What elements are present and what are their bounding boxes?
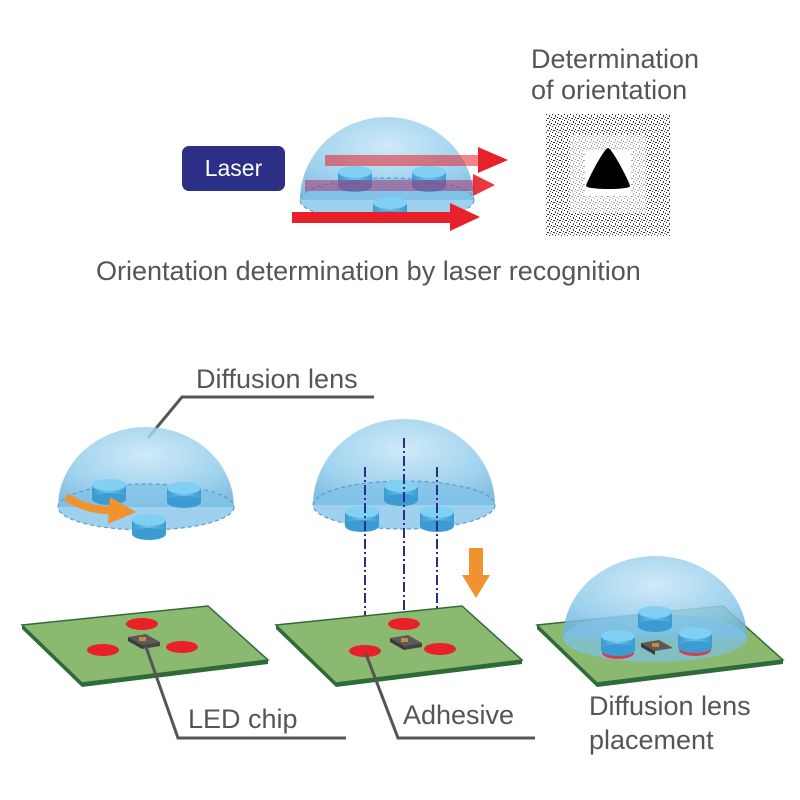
led-chip-right — [641, 640, 673, 655]
triangle-marker — [586, 148, 630, 189]
laser-label: Laser — [182, 146, 285, 191]
laser-recognition-group — [292, 114, 670, 236]
step1-lens — [57, 427, 235, 540]
diffusion-lens-leader — [146, 395, 374, 439]
led-chip-middle — [390, 635, 422, 650]
board-left — [20, 605, 270, 687]
board-middle — [274, 605, 524, 687]
laser-beam-upper — [325, 147, 508, 173]
diffusion-lens-label: Diffusion lens — [196, 364, 358, 394]
placement-label-line1: Diffusion lens — [589, 691, 751, 721]
laser-beam-middle — [305, 174, 495, 196]
determination-title-line2: of orientation — [531, 75, 688, 105]
placement-label-line2: placement — [589, 725, 714, 755]
step3-placed-lens — [563, 556, 747, 662]
top-caption: Orientation determination by laser recog… — [96, 256, 641, 286]
adhesive-label: Adhesive — [403, 700, 515, 730]
determination-title-line1: Determination — [531, 44, 700, 74]
led-chip-label: LED chip — [188, 704, 298, 734]
led-chip-leader — [144, 646, 346, 740]
down-arrow — [462, 548, 490, 598]
orientation-detection-image — [546, 114, 670, 236]
laser-beam-lower — [292, 203, 480, 231]
adhesive-leader — [364, 653, 535, 740]
rotation-arrow — [63, 493, 136, 524]
